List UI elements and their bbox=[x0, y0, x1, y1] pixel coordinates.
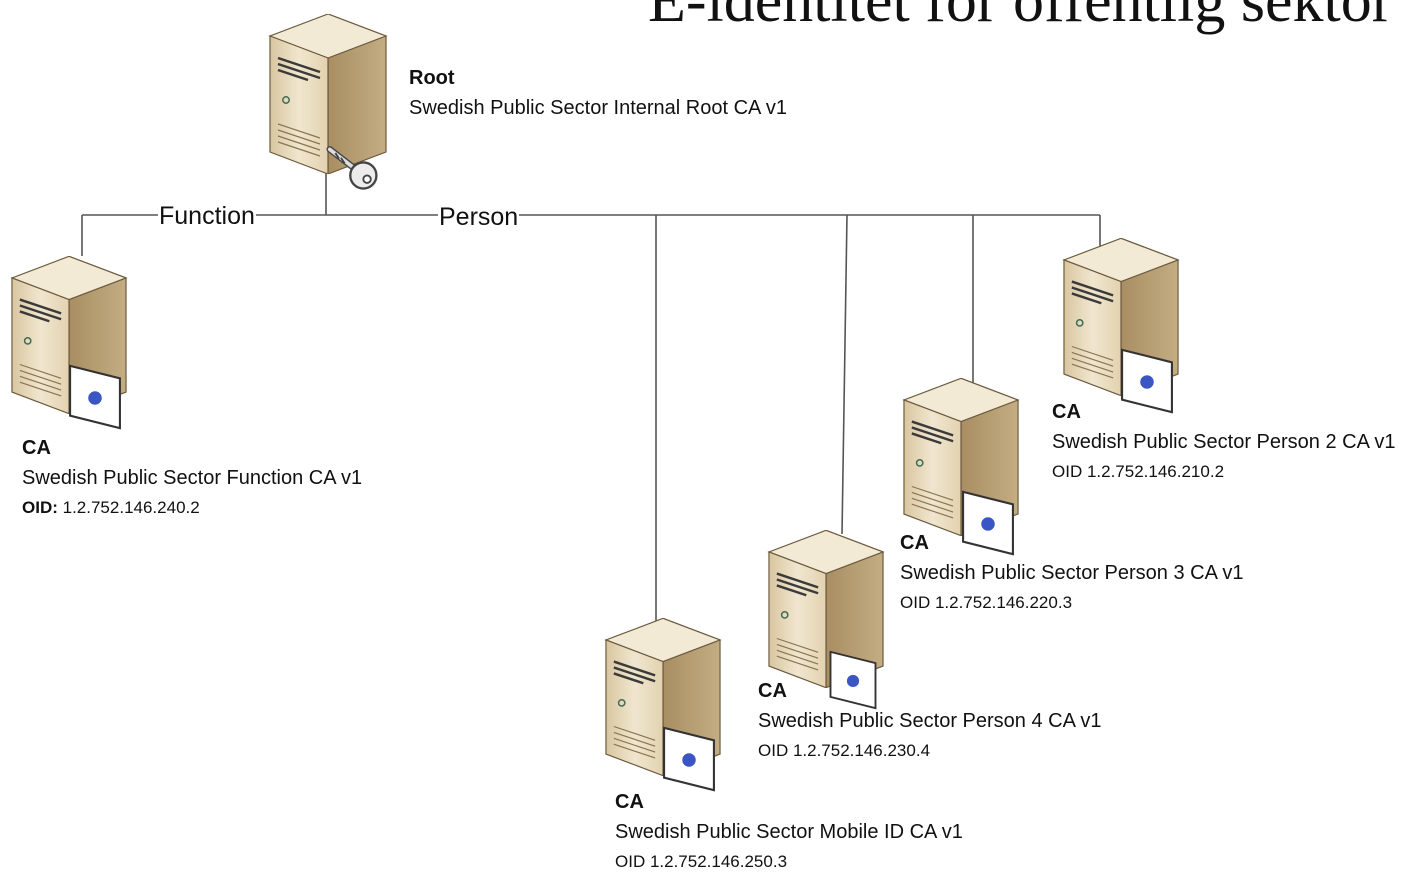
person3-ca-oid: OID 1.2.752.146.220.3 bbox=[900, 593, 1073, 612]
person4-ca-kind: CA bbox=[758, 680, 787, 702]
root-kind-label: Root bbox=[409, 67, 455, 89]
person2-ca-oid: OID 1.2.752.146.210.2 bbox=[1052, 462, 1225, 481]
person2-ca-text: CA Swedish Public Sector Person 2 CA v1 … bbox=[1052, 397, 1396, 487]
mobile-ca-text: CA Swedish Public Sector Mobile ID CA v1… bbox=[615, 787, 963, 877]
function-ca-oid-value: 1.2.752.146.240.2 bbox=[62, 498, 200, 517]
function-ca-name: Swedish Public Sector Function CA v1 bbox=[22, 467, 363, 489]
person2-ca-kind: CA bbox=[1052, 401, 1081, 423]
root-node-text: Root Swedish Public Sector Internal Root… bbox=[409, 63, 787, 123]
person3-ca-kind: CA bbox=[900, 532, 929, 554]
mobile-ca-kind: CA bbox=[615, 791, 644, 813]
person2-ca-name: Swedish Public Sector Person 2 CA v1 bbox=[1052, 431, 1396, 453]
mobile-ca-server-icon bbox=[604, 618, 722, 792]
person3-ca-text: CA Swedish Public Sector Person 3 CA v1 … bbox=[900, 528, 1244, 618]
person4-ca-text: CA Swedish Public Sector Person 4 CA v1 … bbox=[758, 676, 1102, 766]
branch-label-person: Person bbox=[438, 203, 520, 231]
page-title: E-identitet för offentlig sektor bbox=[648, 0, 1393, 35]
function-ca-kind: CA bbox=[22, 437, 51, 459]
person2-ca-server-icon bbox=[1062, 238, 1180, 414]
person3-ca-name: Swedish Public Sector Person 3 CA v1 bbox=[900, 562, 1244, 584]
person4-ca-oid: OID 1.2.752.146.230.4 bbox=[758, 741, 931, 760]
function-ca-oid: OID: 1.2.752.146.240.2 bbox=[22, 493, 362, 523]
function-ca-text: CA Swedish Public Sector Function CA v1 … bbox=[22, 433, 362, 523]
person4-ca-name: Swedish Public Sector Person 4 CA v1 bbox=[758, 710, 1102, 732]
function-ca-oid-label: OID: bbox=[22, 498, 58, 517]
mobile-ca-oid: OID 1.2.752.146.250.3 bbox=[615, 852, 788, 871]
root-ca-name: Swedish Public Sector Internal Root CA v… bbox=[409, 97, 787, 119]
mobile-ca-name: Swedish Public Sector Mobile ID CA v1 bbox=[615, 821, 963, 843]
root-server-icon bbox=[268, 14, 388, 189]
function-ca-server-icon bbox=[10, 256, 128, 430]
branch-label-function: Function bbox=[158, 202, 256, 230]
